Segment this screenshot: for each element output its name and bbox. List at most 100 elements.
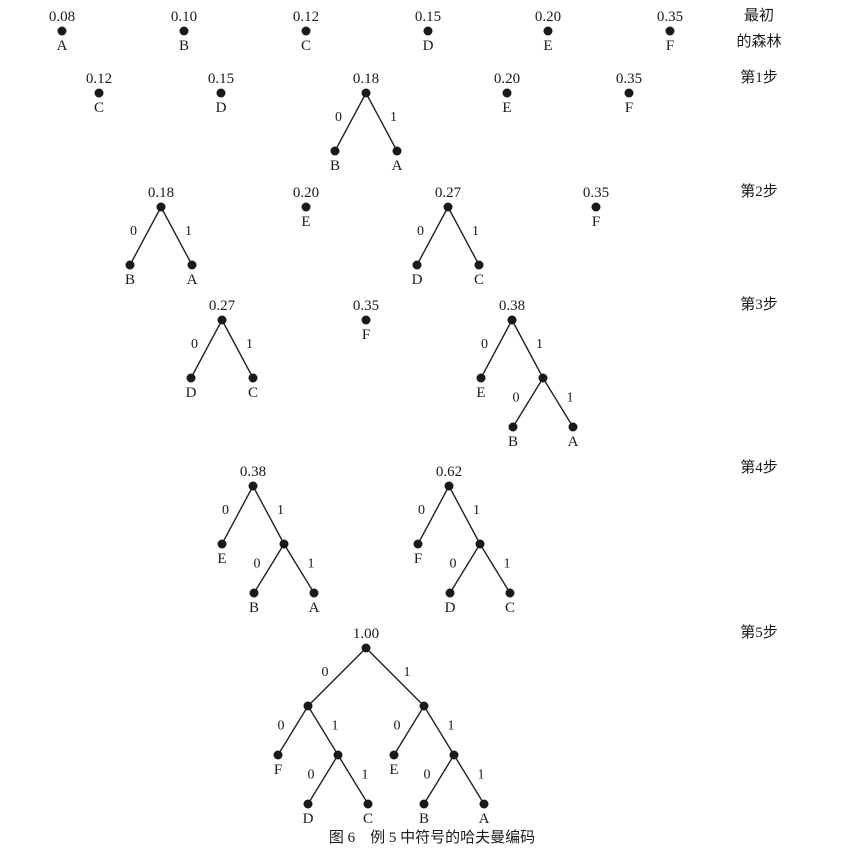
leaf-node bbox=[57, 26, 67, 36]
probability-label: 0.10 bbox=[171, 9, 197, 25]
probability-label: 0.08 bbox=[49, 9, 75, 25]
internal-node bbox=[419, 701, 429, 711]
probability-label: 0.20 bbox=[494, 71, 520, 87]
edge-bit-label: 1 bbox=[362, 768, 369, 783]
leaf-symbol-label: E bbox=[543, 38, 552, 54]
leaf-symbol-label: A bbox=[568, 434, 579, 450]
probability-label: 0.38 bbox=[499, 298, 525, 314]
leaf-symbol-label: A bbox=[479, 811, 490, 827]
leaf-symbol-label: D bbox=[445, 600, 456, 616]
leaf-node bbox=[591, 202, 601, 212]
internal-node bbox=[156, 202, 166, 212]
leaf-node bbox=[568, 422, 578, 432]
huffman-tree: F0.35 bbox=[583, 185, 609, 230]
edge-bit-label: 0 bbox=[394, 719, 401, 734]
leaf-symbol-label: B bbox=[179, 38, 189, 54]
internal-node bbox=[449, 750, 459, 760]
edge-bit-label: 1 bbox=[308, 557, 315, 572]
tree-edge bbox=[423, 754, 455, 805]
huffman-tree: F 0.35 bbox=[353, 298, 379, 343]
tree-edge bbox=[542, 377, 574, 428]
leaf-symbol-label: B bbox=[125, 272, 135, 288]
huffman-tree: F0.35 bbox=[657, 9, 683, 54]
tree-edge bbox=[221, 485, 254, 545]
edge-bit-label: 1 bbox=[536, 337, 543, 352]
probability-label: 1.00 bbox=[353, 626, 379, 642]
leaf-symbol-label: E bbox=[476, 385, 485, 401]
tree-edge bbox=[479, 543, 511, 594]
leaf-symbol-label: D bbox=[412, 272, 423, 288]
step-label: 最初 bbox=[744, 7, 774, 24]
tree-edge bbox=[337, 754, 369, 805]
edge-bit-label: 1 bbox=[332, 719, 339, 734]
edge-bit-label: 0 bbox=[417, 224, 424, 239]
edge-bit-label: 0 bbox=[254, 557, 261, 572]
leaf-symbol-label: F bbox=[362, 327, 370, 343]
leaf-node bbox=[248, 373, 258, 383]
leaf-node bbox=[330, 146, 340, 156]
leaf-node bbox=[389, 750, 399, 760]
step-label: 第5步 bbox=[740, 623, 778, 641]
edge-bit-label: 0 bbox=[322, 665, 329, 680]
internal-node bbox=[248, 481, 258, 491]
leaf-symbol-label: A bbox=[392, 158, 403, 174]
leaf-node bbox=[363, 799, 373, 809]
leaf-symbol-label: E bbox=[217, 551, 226, 567]
leaf-node bbox=[216, 88, 226, 98]
tree-edge bbox=[334, 92, 367, 152]
internal-node bbox=[361, 643, 371, 653]
edge-bit-label: 0 bbox=[130, 224, 137, 239]
internal-node bbox=[475, 539, 485, 549]
tree-edge bbox=[449, 543, 481, 594]
leaf-symbol-label: E bbox=[389, 762, 398, 778]
leaf-symbol-label: B bbox=[330, 158, 340, 174]
edge-bit-label: 1 bbox=[472, 224, 479, 239]
edge-bit-label: 0 bbox=[513, 391, 520, 406]
figure-caption: 图 6 例 5 中符号的哈夫曼编码 bbox=[329, 829, 535, 846]
leaf-symbol-label: F bbox=[274, 762, 282, 778]
tree-edge bbox=[365, 92, 398, 152]
leaf-node bbox=[665, 26, 675, 36]
probability-label: 0.27 bbox=[435, 185, 462, 201]
leaf-node bbox=[309, 588, 319, 598]
huffman-tree: A 0.08 bbox=[49, 9, 75, 54]
internal-node bbox=[538, 373, 548, 383]
leaf-symbol-label: C bbox=[248, 385, 258, 401]
leaf-symbol-label: A bbox=[57, 38, 68, 54]
tree-edge bbox=[307, 705, 339, 756]
edge-bit-label: 1 bbox=[277, 503, 284, 518]
huffman-tree: 0D 1C 0.27 bbox=[412, 185, 484, 288]
step-label: 第2步 bbox=[740, 182, 778, 200]
leaf-node bbox=[412, 260, 422, 270]
tree-edge bbox=[129, 206, 162, 266]
huffman-tree: D0.15 bbox=[415, 9, 441, 54]
probability-label: 0.35 bbox=[583, 185, 609, 201]
internal-node bbox=[279, 539, 289, 549]
edge-bit-label: 0 bbox=[308, 768, 315, 783]
probability-label: 0.18 bbox=[353, 71, 379, 87]
leaf-node bbox=[508, 422, 518, 432]
tree-edge bbox=[417, 485, 450, 545]
leaf-symbol-label: B bbox=[249, 600, 259, 616]
leaf-symbol-label: E bbox=[502, 100, 511, 116]
tree-edge bbox=[480, 319, 513, 379]
edge-bit-label: 1 bbox=[185, 224, 192, 239]
leaf-node bbox=[249, 588, 259, 598]
step-label: 第1步 bbox=[740, 68, 778, 86]
tree-edge bbox=[160, 206, 193, 266]
huffman-tree: C0.12 bbox=[293, 9, 319, 54]
leaf-node bbox=[301, 202, 311, 212]
leaf-symbol-label: C bbox=[474, 272, 484, 288]
internal-node bbox=[361, 88, 371, 98]
probability-label: 0.35 bbox=[657, 9, 683, 25]
huffman-tree: B 0.10 bbox=[171, 9, 197, 54]
tree-edge bbox=[393, 705, 425, 756]
edge-bit-label: 0 bbox=[191, 337, 198, 352]
huffman-tree: C0.12 bbox=[86, 71, 112, 116]
leaf-node bbox=[273, 750, 283, 760]
probability-label: 0.35 bbox=[353, 298, 379, 314]
tree-edge bbox=[423, 705, 455, 756]
probability-label: 0.27 bbox=[209, 298, 236, 314]
